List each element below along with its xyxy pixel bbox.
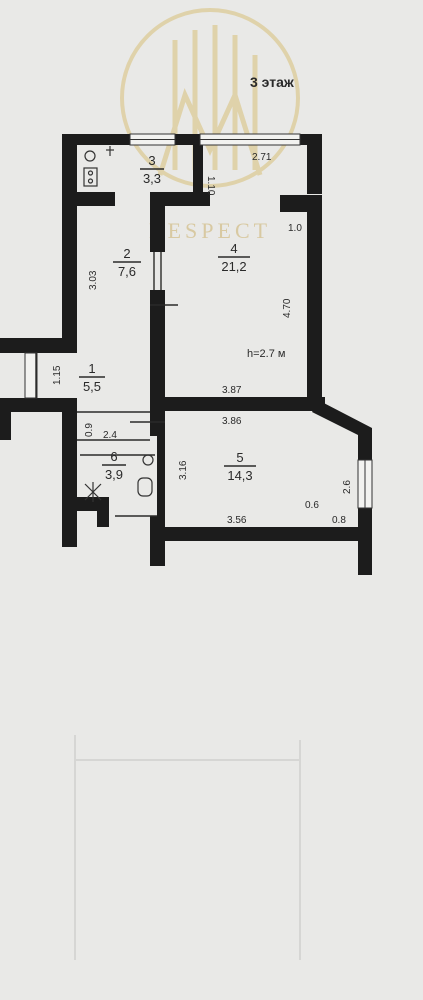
city-buildings-logo-icon	[120, 8, 300, 188]
sink-icon	[84, 150, 96, 162]
fixtures	[83, 146, 154, 502]
room-4: 4 21,2	[218, 241, 250, 274]
dim-2-6: 2.6	[342, 480, 353, 494]
svg-text:5: 5	[236, 450, 243, 465]
vent-icon	[84, 482, 102, 502]
height-note: h=2.7 м	[247, 348, 285, 360]
dim-1-10: 1.10	[205, 176, 216, 196]
scan-ghost-lines	[74, 735, 301, 960]
stove-icon	[83, 167, 98, 187]
room-1: 1 5,5	[79, 361, 105, 394]
windows	[24, 133, 373, 509]
dim-3-03: 3.03	[88, 270, 99, 290]
dim-3-16: 3.16	[178, 460, 189, 480]
dim-2-4: 2.4	[103, 430, 117, 441]
svg-text:7,6: 7,6	[118, 264, 136, 279]
room-6: 6 3,9	[102, 449, 126, 482]
watermark-brand: RESPECT	[149, 218, 271, 243]
interior-lines	[35, 252, 178, 517]
svg-text:3: 3	[148, 153, 155, 168]
dim-1-0: 1.0	[288, 223, 302, 234]
dim-0-8: 0.8	[332, 515, 346, 526]
dim-2-71: 2.71	[252, 152, 272, 163]
svg-text:5,5: 5,5	[83, 379, 101, 394]
dimension-labels: 2.71 1.10 1.0 3.03 4.70 1.15 3.87 3.86 0…	[52, 152, 353, 526]
toilet-icon	[137, 477, 153, 497]
sink-icon-bath	[142, 454, 154, 466]
room-5: 5 14,3	[224, 450, 256, 483]
svg-text:3,9: 3,9	[105, 467, 123, 482]
room-2: 2 7,6	[113, 246, 141, 279]
svg-text:1: 1	[88, 361, 95, 376]
dim-3-87: 3.87	[222, 385, 242, 396]
walls	[0, 134, 372, 575]
watermark-logo: RESPECT	[120, 8, 300, 243]
dim-4-70: 4.70	[282, 298, 293, 318]
dim-0-9: 0.9	[84, 423, 95, 437]
svg-text:21,2: 21,2	[221, 259, 246, 274]
buildings-icon	[157, 25, 263, 176]
dim-1-15: 1.15	[52, 365, 63, 385]
room-3: 3 3,3	[140, 153, 164, 186]
svg-text:14,3: 14,3	[227, 468, 252, 483]
svg-text:2: 2	[123, 246, 130, 261]
room-labels: 3 3,3 4 21,2 2 7,6 1 5,5 5 14,3 6 3,9	[79, 153, 256, 483]
dim-3-56: 3.56	[227, 515, 247, 526]
dim-3-86: 3.86	[222, 416, 242, 427]
floor-label: 3 этаж	[250, 74, 295, 90]
dim-0-6: 0.6	[305, 500, 319, 511]
svg-text:4: 4	[230, 241, 237, 256]
svg-text:3,3: 3,3	[143, 171, 161, 186]
svg-text:6: 6	[110, 449, 117, 464]
